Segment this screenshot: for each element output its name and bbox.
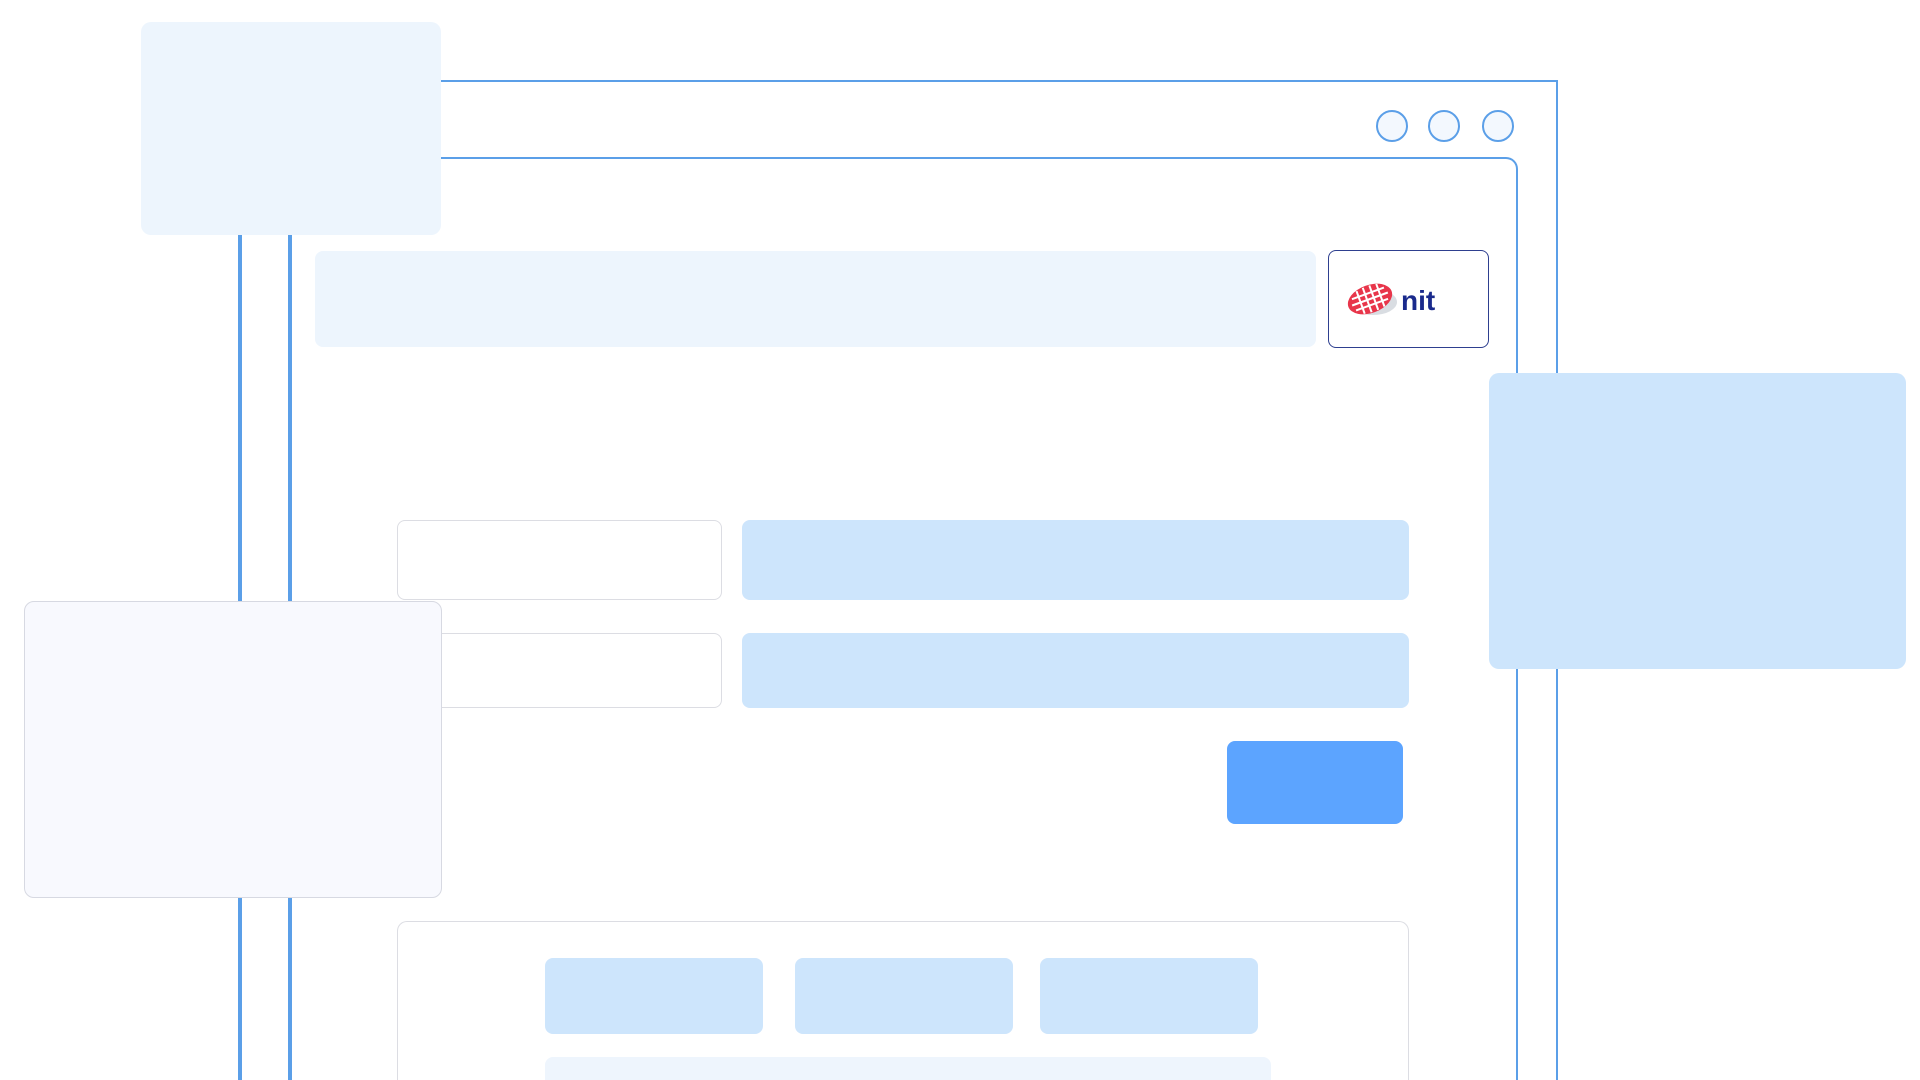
option-chip-3[interactable]	[1040, 958, 1258, 1034]
connector-line	[288, 898, 290, 1080]
form-input-1[interactable]	[742, 520, 1409, 600]
logo-text: nit	[1401, 285, 1435, 316]
form-label-1	[397, 520, 722, 600]
option-chip-1[interactable]	[545, 958, 763, 1034]
window-control-circle-icon[interactable]	[1428, 110, 1460, 142]
logo-box[interactable]: nit	[1328, 250, 1489, 348]
form-input-2[interactable]	[742, 633, 1409, 708]
form-label-2	[397, 633, 722, 708]
connector-line	[238, 233, 240, 603]
bottom-strip	[545, 1057, 1271, 1080]
window-controls	[1376, 110, 1514, 142]
connector-line	[238, 898, 240, 1080]
submit-button[interactable]	[1227, 741, 1403, 824]
window-control-circle-icon[interactable]	[1376, 110, 1408, 142]
floating-card-left	[24, 601, 442, 898]
nit-logo-icon: nit	[1347, 283, 1435, 316]
header-bar	[315, 251, 1316, 347]
floating-card-right	[1489, 373, 1906, 669]
floating-card-top-left	[141, 22, 441, 235]
window-control-circle-icon[interactable]	[1482, 110, 1514, 142]
connector-line	[288, 233, 290, 603]
option-chip-2[interactable]	[795, 958, 1013, 1034]
